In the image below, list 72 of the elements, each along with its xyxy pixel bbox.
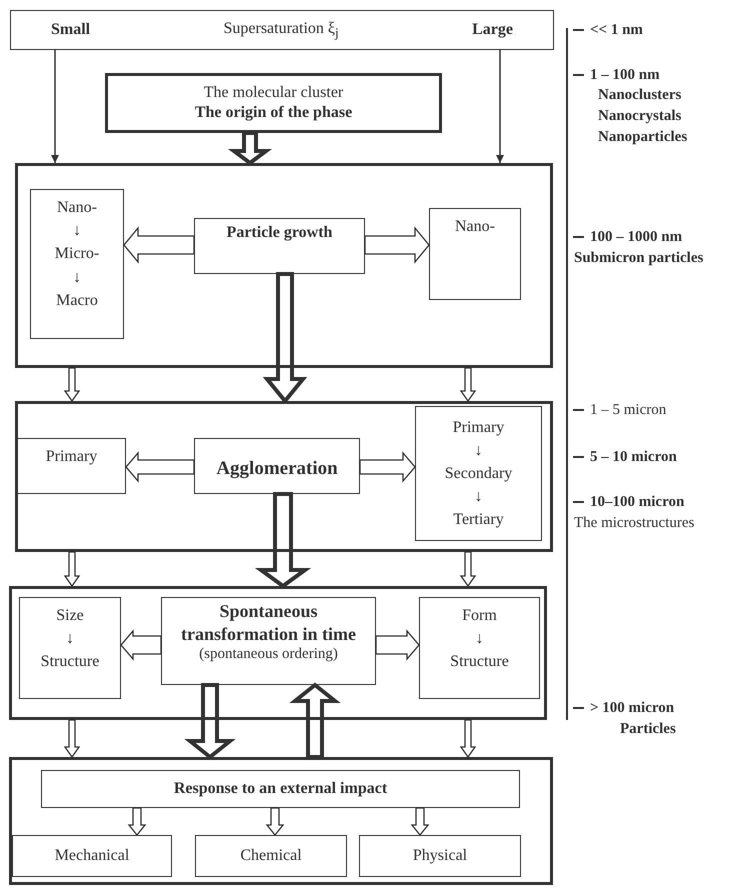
scale-label: << 1 nm	[590, 21, 643, 39]
stage-panel	[15, 401, 553, 552]
block-arrow	[123, 226, 195, 264]
box-title: Agglomeration	[216, 457, 338, 481]
process-box	[419, 597, 540, 699]
box-text: Form ↓ Structure	[450, 606, 509, 672]
scale-label: 1 – 100 nm	[590, 66, 660, 84]
box-title: Large	[472, 20, 513, 40]
box-title: Particle growth	[226, 223, 332, 243]
process-box	[41, 770, 520, 808]
process-box	[17, 438, 126, 494]
process-box	[194, 218, 365, 274]
scale-label: 100 – 1000 nm	[590, 228, 682, 246]
scale-label: 5 – 10 micron	[590, 448, 677, 466]
block-arrow	[228, 131, 272, 166]
box-text: Chemical	[240, 846, 302, 866]
block-arrow	[289, 682, 341, 759]
box-text: Nano-	[455, 217, 495, 237]
box-text: Mechanical	[54, 846, 130, 866]
stage-panel	[15, 163, 553, 368]
block-arrow	[375, 629, 420, 661]
box-text: Primary	[46, 447, 98, 467]
box-text: Size ↓ Structure	[40, 606, 100, 672]
arrow	[496, 50, 504, 163]
scale-label: The microstructures	[574, 514, 696, 532]
block-arrow	[254, 492, 312, 588]
block-arrow	[125, 451, 195, 483]
box-text: Supersaturation ξ$_{j}$	[223, 18, 339, 42]
block-arrow	[64, 719, 80, 758]
process-box	[105, 73, 442, 133]
block-arrow	[64, 367, 80, 402]
block-arrow	[184, 683, 236, 760]
block-arrow	[364, 226, 430, 264]
box-title: The origin of the phase	[194, 103, 352, 123]
box-title: Response to an external impact	[174, 779, 388, 799]
process-box	[195, 835, 347, 877]
scale-label: Submicron particles	[574, 249, 704, 267]
block-arrow	[460, 367, 476, 402]
block-arrow	[120, 629, 162, 661]
scale-label: Nanocrystals	[598, 107, 682, 125]
scale-label: > 100 micron	[590, 699, 674, 717]
scale-label: Nanoparticles	[598, 128, 688, 146]
box-title: Spontaneous transformation in time	[180, 600, 357, 645]
scale-label: 10–100 micron	[590, 493, 684, 511]
scale-label: Nanoclusters	[598, 86, 682, 104]
arrow	[51, 50, 59, 163]
box-text: Primary ↓ Secondary ↓ Tertiary	[444, 418, 512, 530]
box-title: Small	[51, 20, 90, 40]
process-box	[12, 835, 172, 877]
block-arrow	[266, 807, 284, 836]
box-text: The molecular cluster	[204, 83, 344, 103]
block-arrow	[460, 719, 476, 758]
block-arrow	[64, 551, 80, 588]
process-box	[359, 835, 521, 877]
block-arrow	[128, 807, 146, 836]
stage-panel	[9, 757, 553, 885]
block-arrow	[460, 551, 476, 588]
process-box	[19, 597, 121, 699]
stage-panel	[9, 586, 547, 720]
process-box	[161, 597, 376, 685]
box-text: Physical	[412, 846, 468, 866]
process-box	[30, 189, 124, 339]
header-bar	[10, 10, 554, 50]
scale-label: 1 – 5 micron	[590, 401, 666, 419]
process-box	[429, 208, 521, 300]
box-text: Nano- ↓ Micro- ↓ Macro	[54, 198, 100, 311]
process-box	[194, 438, 360, 494]
box-text: (spontaneous ordering)	[199, 645, 338, 664]
block-arrow	[359, 451, 416, 483]
block-arrow	[410, 807, 430, 836]
scale-label: Particles	[620, 720, 676, 738]
process-box	[415, 406, 542, 541]
